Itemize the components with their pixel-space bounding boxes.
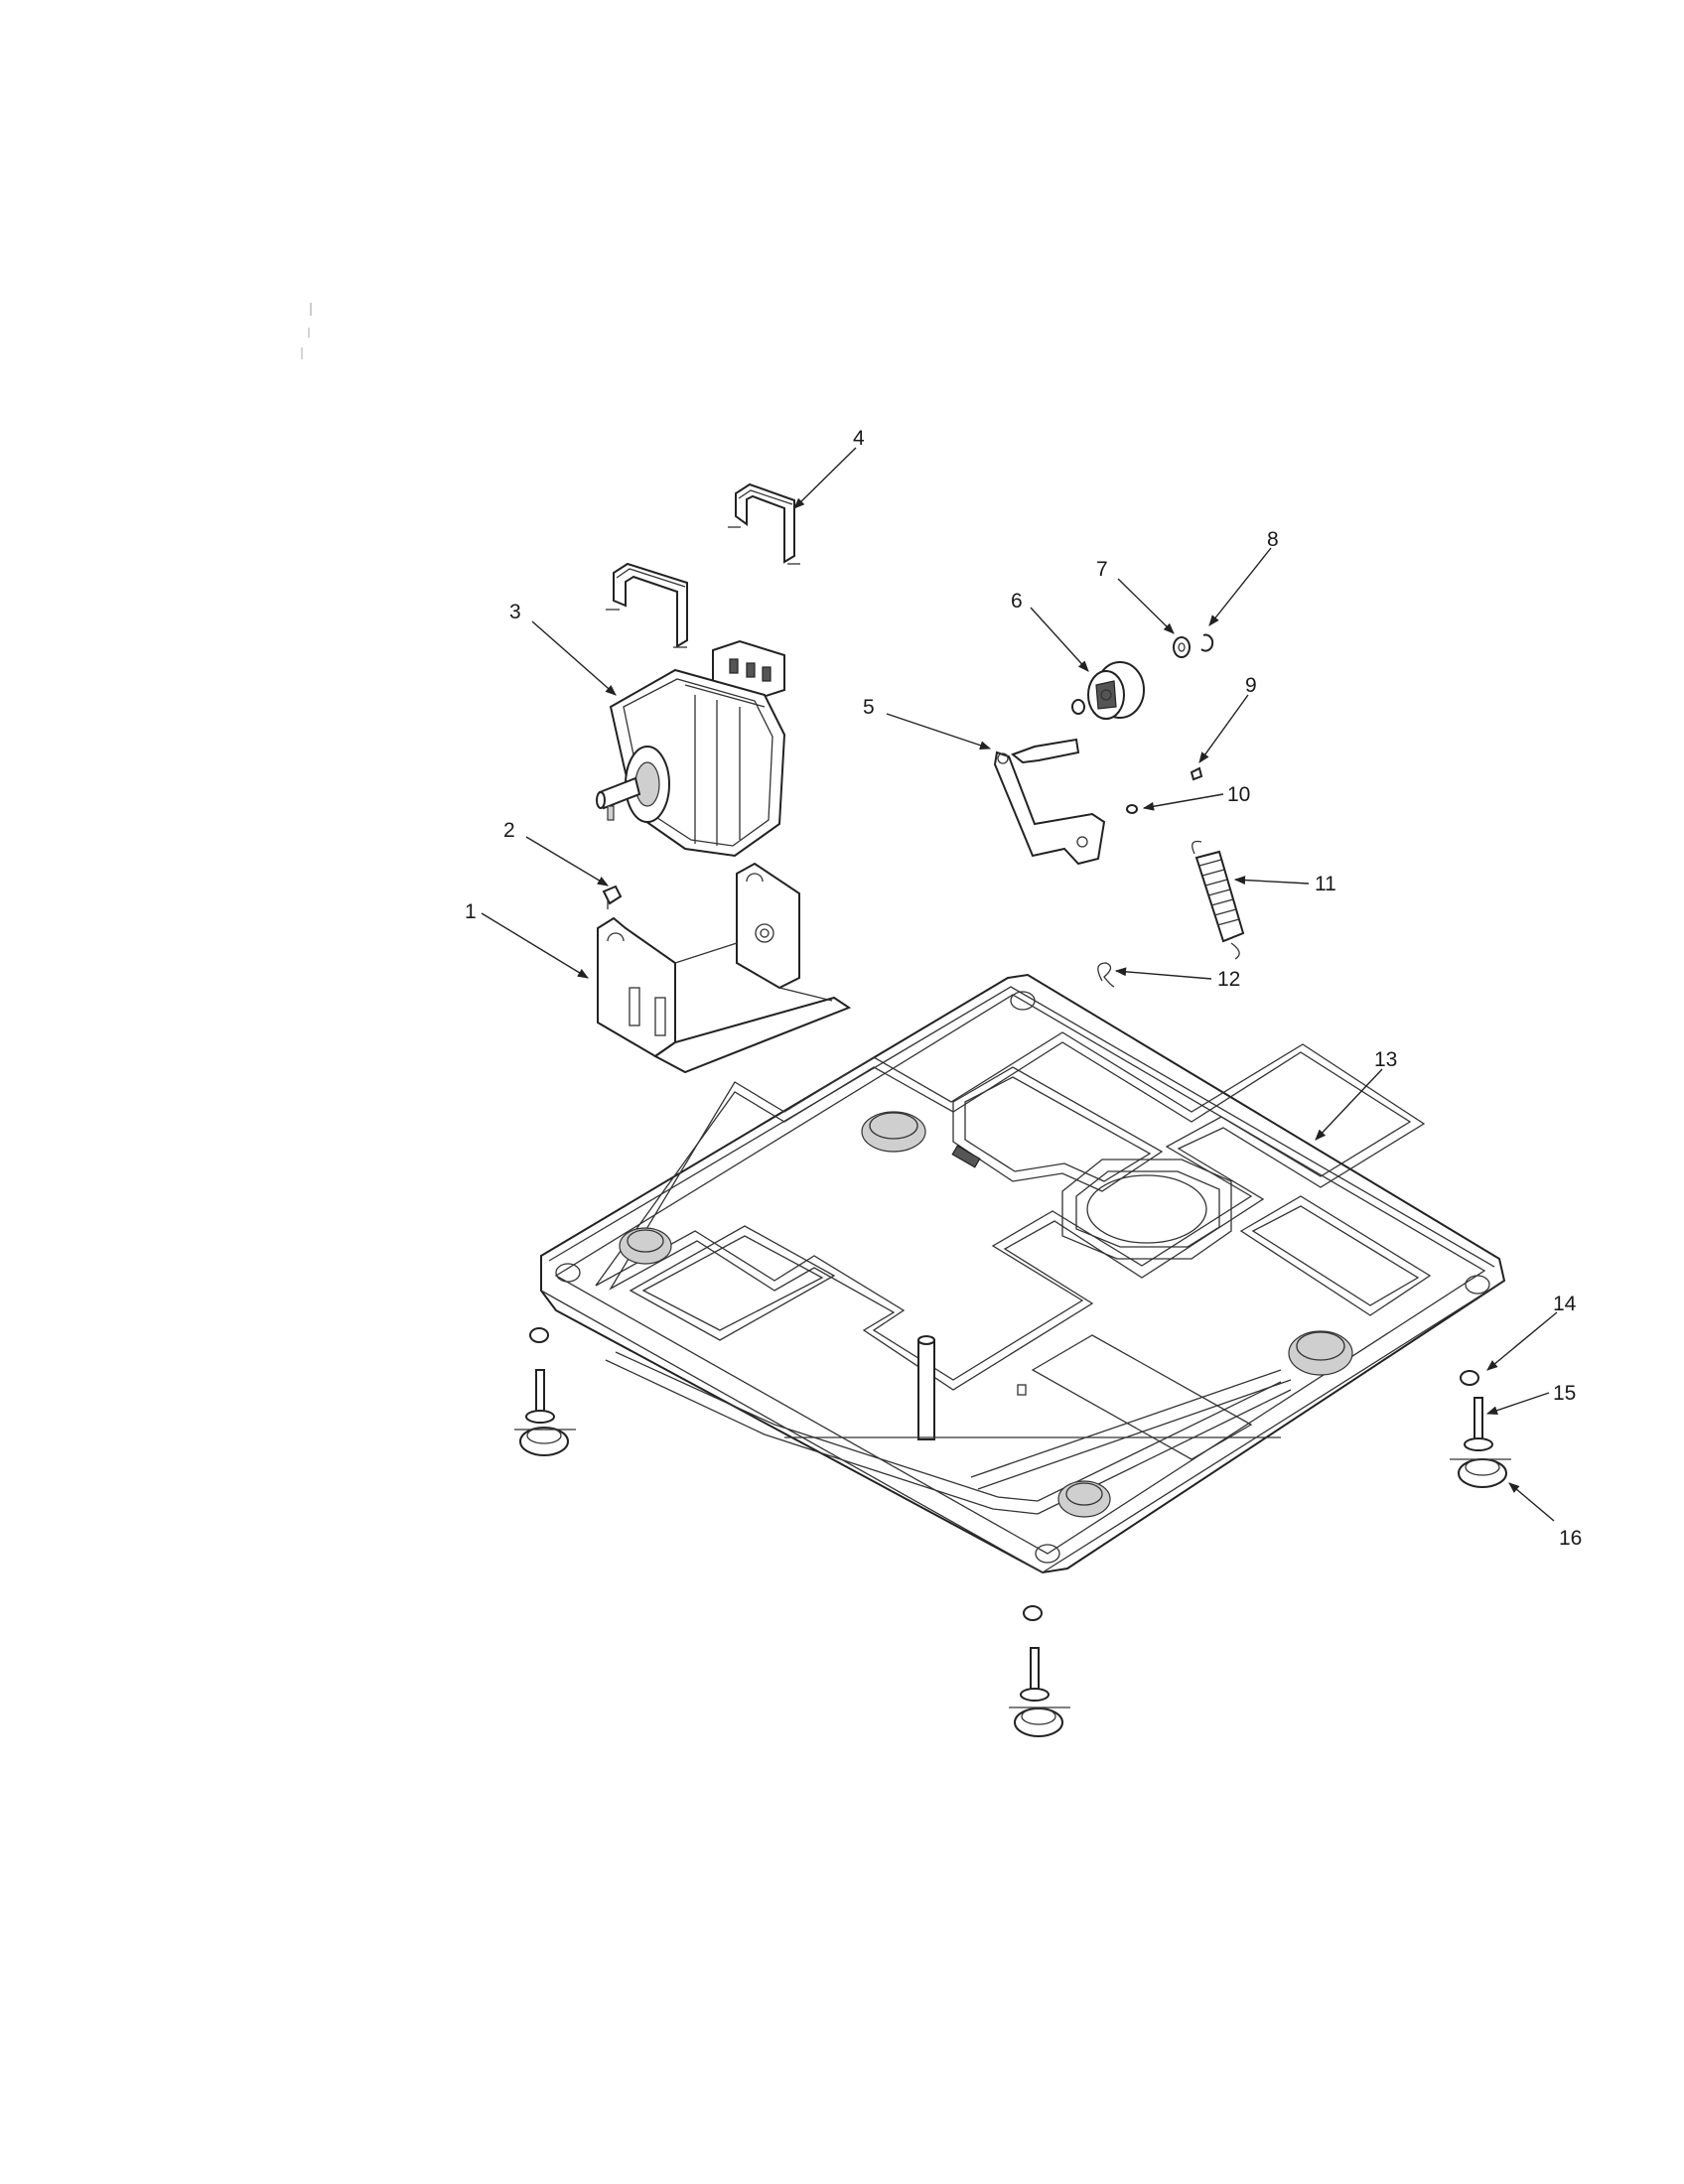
- leader-10: [1142, 793, 1224, 811]
- callout-2: 2: [503, 819, 515, 842]
- hairpin-clip-part-12: [1097, 962, 1115, 988]
- leader-3: [531, 620, 617, 696]
- callout-12: 12: [1217, 968, 1240, 991]
- callout-11: 11: [1315, 873, 1336, 895]
- foot-pad-part-16: [1458, 1458, 1507, 1488]
- motor-clip-part-4: [728, 482, 800, 565]
- callout-4: 4: [853, 427, 865, 450]
- leader-1: [481, 912, 589, 979]
- motor-clip-upper: [606, 562, 688, 648]
- callout-numbers: 1 2 3 4 5 6 7 8 9 10 11 12 13 14 15 16: [465, 427, 1582, 1550]
- motor-mount-part-1: [597, 862, 852, 1074]
- callout-1: 1: [465, 900, 477, 923]
- leader-11: [1233, 876, 1310, 886]
- callout-16: 16: [1559, 1527, 1582, 1550]
- screw-part-9: [1190, 766, 1203, 781]
- callout-8: 8: [1267, 528, 1279, 551]
- leader-15: [1485, 1392, 1550, 1416]
- callout-5: 5: [863, 696, 875, 719]
- callout-15: 15: [1553, 1382, 1576, 1405]
- leader-lines: [481, 447, 1558, 1522]
- leader-12: [1114, 967, 1212, 980]
- idler-pulley-part-6: [1071, 661, 1145, 720]
- base-plate-part-13: [540, 973, 1506, 1574]
- leader-16: [1508, 1482, 1555, 1522]
- idler-arm-part-5: [993, 738, 1106, 866]
- leveling-bolt-part-15: [1474, 1397, 1483, 1443]
- drive-motor-part-3: [596, 639, 786, 858]
- leader-14: [1486, 1311, 1558, 1371]
- callout-10: 10: [1227, 783, 1250, 806]
- leveling-foot-right: [1450, 1370, 1511, 1488]
- callout-14: 14: [1553, 1293, 1577, 1315]
- nut-part-10: [1126, 804, 1138, 814]
- leader-6: [1030, 607, 1089, 672]
- callout-9: 9: [1245, 674, 1257, 697]
- spring-part-11: [1192, 840, 1245, 960]
- leader-2: [525, 836, 609, 887]
- leader-8: [1208, 547, 1272, 626]
- leader-5: [886, 713, 992, 751]
- washer-part-7: [1173, 636, 1191, 658]
- retaining-clip-part-8: [1200, 633, 1214, 652]
- leader-4: [793, 447, 857, 509]
- leveling-foot-left: [514, 1327, 576, 1456]
- nut-part-14: [1460, 1370, 1479, 1386]
- leveling-foot-bottom: [1009, 1605, 1070, 1737]
- callout-6: 6: [1011, 590, 1023, 613]
- scan-marks: [301, 303, 312, 359]
- callout-7: 7: [1096, 558, 1108, 581]
- leader-7: [1117, 578, 1175, 634]
- callout-13: 13: [1374, 1048, 1397, 1071]
- screw-part-2: [602, 885, 623, 909]
- leader-9: [1198, 694, 1249, 763]
- callout-3: 3: [509, 601, 521, 623]
- leader-13: [1315, 1068, 1383, 1141]
